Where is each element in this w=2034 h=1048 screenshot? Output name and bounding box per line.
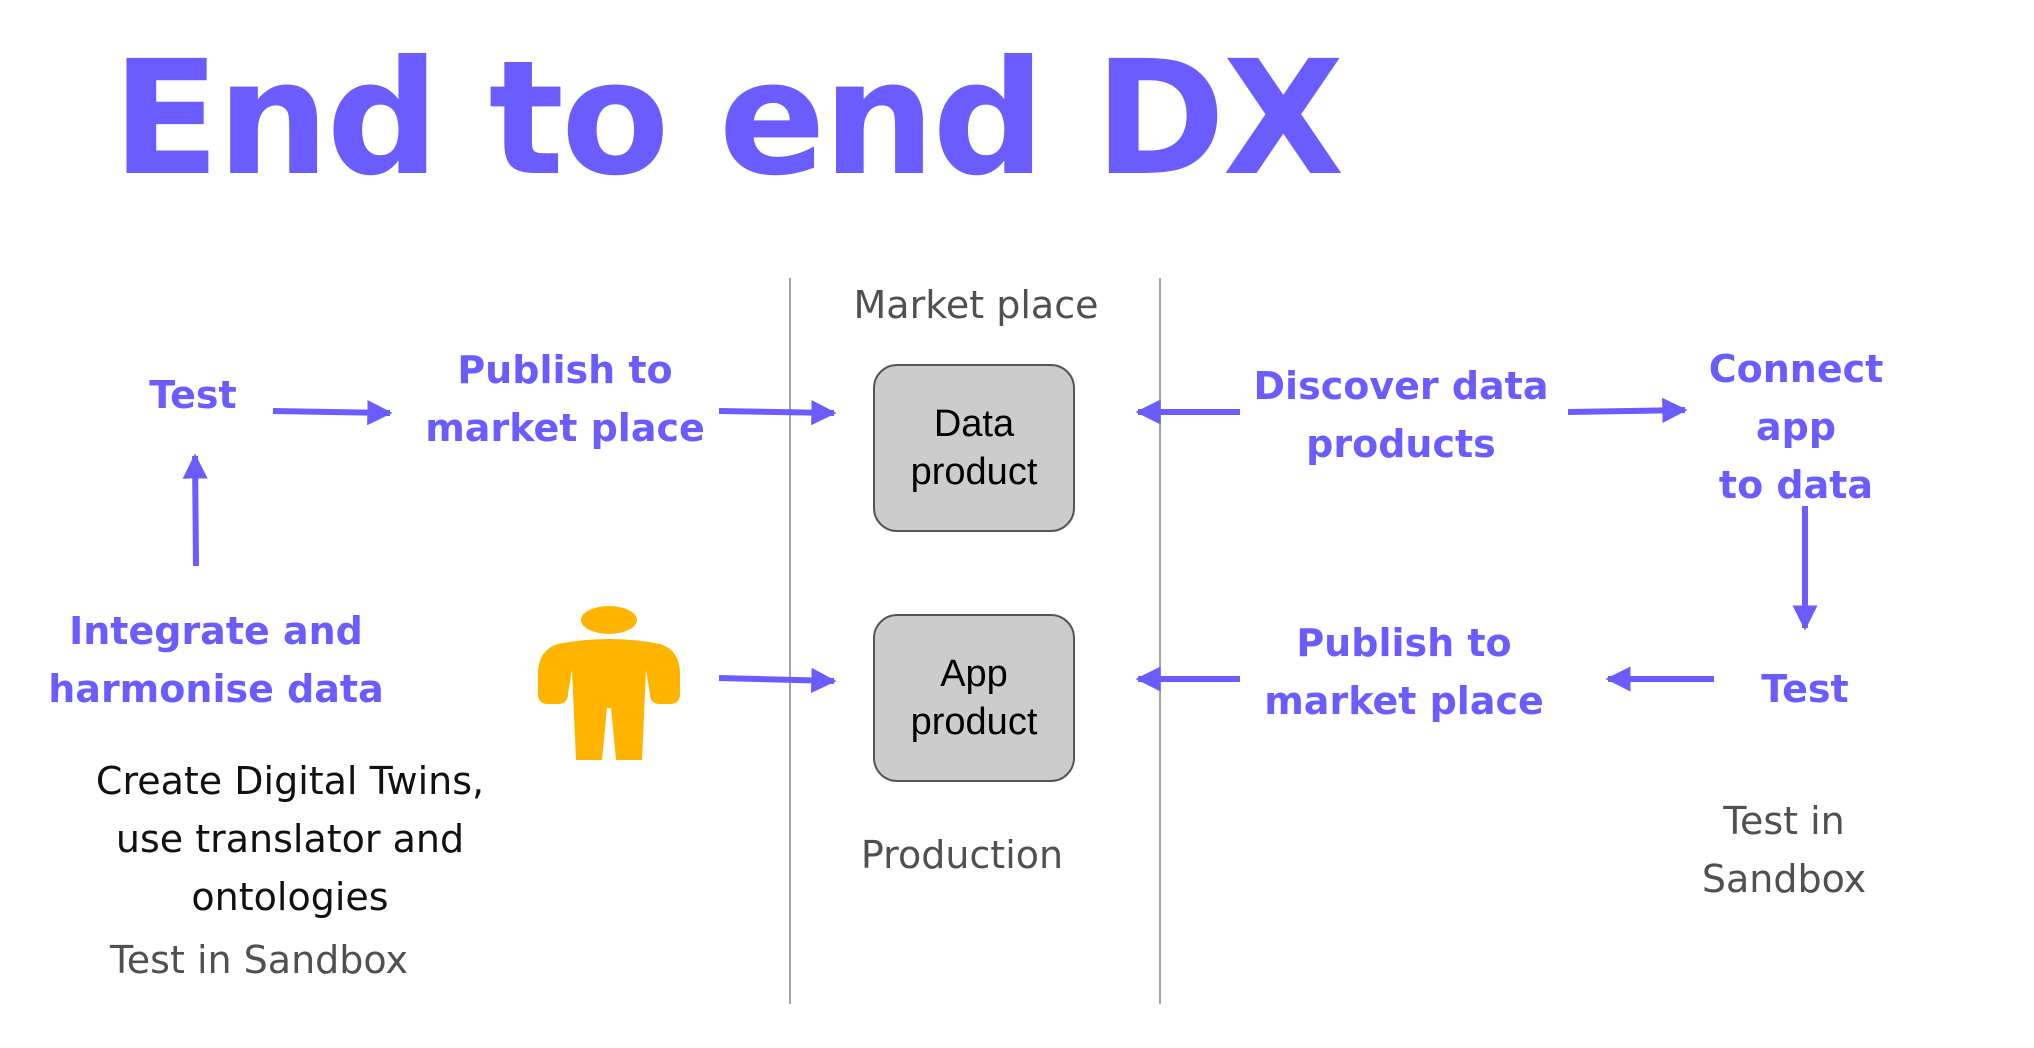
marketplace-label: Market place: [853, 283, 1099, 327]
left-test-step: Test: [149, 373, 237, 417]
arrow-person-to-app-product: [718, 667, 837, 694]
right-publish-step: Publish to market place: [1264, 621, 1544, 723]
marketplace-right-divider: [1159, 278, 1161, 1004]
left-integrate-step: Integrate and harmonise data: [48, 609, 384, 711]
app-product-box: App product: [873, 614, 1075, 782]
right-connect-step: Connect app to data: [1708, 347, 1884, 507]
app-product-label: App product: [910, 653, 1038, 743]
data-product-box: Data product: [873, 364, 1075, 532]
data-product-label: Data product: [910, 403, 1038, 493]
arrow-publish-to-data-product: [718, 400, 837, 426]
person-icon: [538, 606, 680, 760]
page-title: End to end DX: [112, 27, 1344, 211]
left-sandbox-note: Test in Sandbox: [110, 938, 408, 982]
right-discover-step: Discover data products: [1253, 364, 1549, 466]
production-label: Production: [860, 833, 1064, 877]
arrow-test-to-publish: [272, 400, 393, 426]
left-create-note: Create Digital Twins, use translator and…: [95, 759, 485, 919]
marketplace-left-divider: [789, 278, 791, 1004]
left-publish-step: Publish to market place: [425, 348, 705, 450]
right-sandbox-note: Test in Sandbox: [1701, 799, 1867, 901]
right-test-step: Test: [1761, 667, 1849, 711]
arrow-integrate-to-test: [182, 453, 208, 567]
arrow-discover-to-connect: [1567, 397, 1688, 423]
